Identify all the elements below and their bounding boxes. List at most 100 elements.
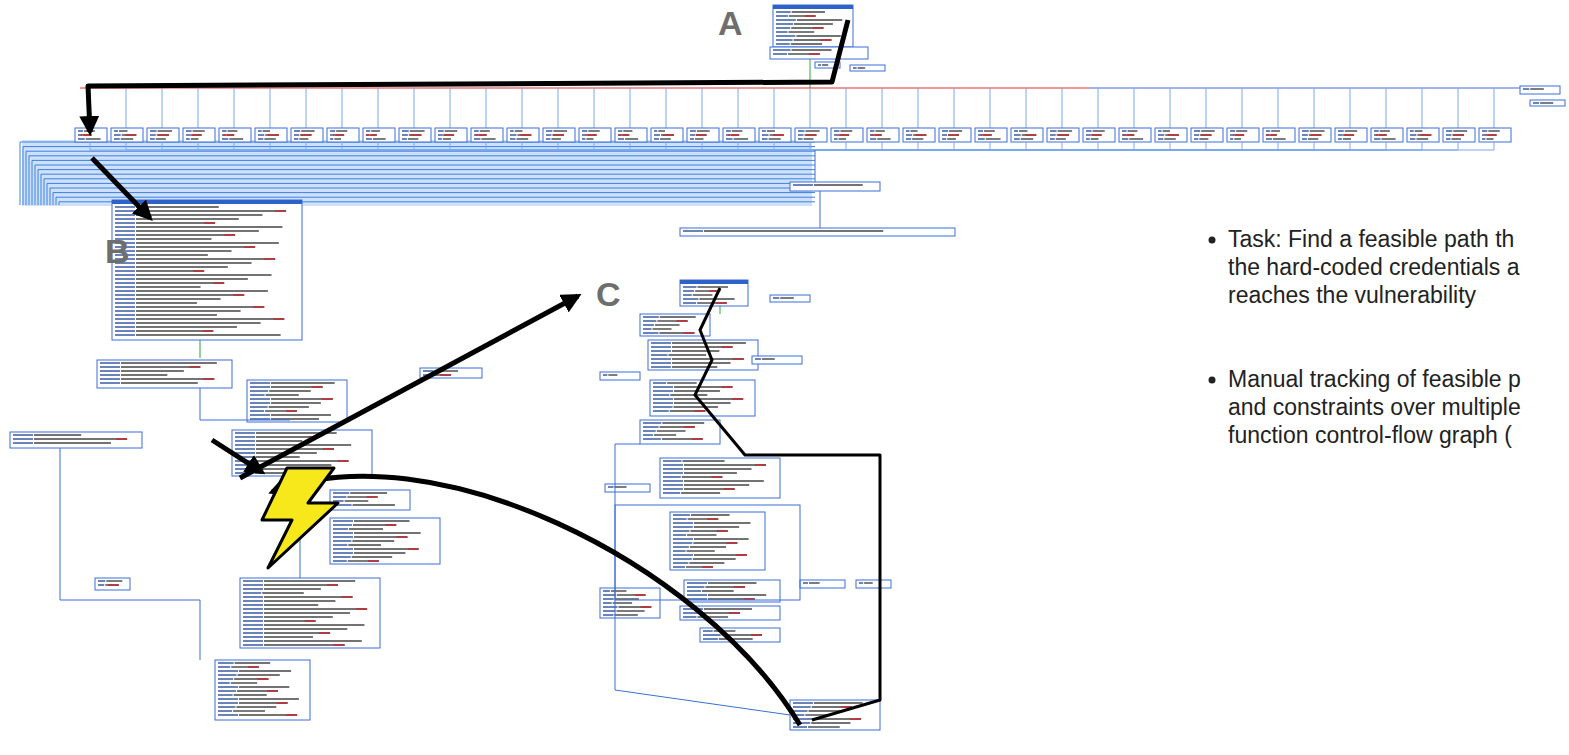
cfg-edge (50, 188, 51, 205)
cfg-edge (53, 193, 54, 205)
code-line (603, 602, 612, 603)
code-line (333, 544, 347, 545)
code-line (322, 398, 333, 399)
code-line (385, 524, 396, 525)
code-line (702, 590, 734, 591)
code-line (136, 250, 231, 251)
code-line (770, 134, 784, 135)
code-line (986, 138, 1001, 139)
code-line (859, 582, 863, 583)
code-line (213, 282, 224, 283)
basic-block (112, 200, 302, 340)
code-line (978, 130, 983, 131)
code-line (264, 636, 313, 637)
code-line (218, 690, 236, 691)
code-line (653, 328, 672, 329)
code-line (582, 138, 585, 139)
code-line (423, 370, 434, 371)
basic-block (363, 128, 395, 142)
code-line (1376, 134, 1387, 135)
code-line (688, 518, 719, 519)
cfg-edge (815, 142, 1206, 150)
cfg-edge (47, 183, 815, 184)
code-line (696, 134, 707, 135)
code-line (286, 714, 297, 715)
code-line (734, 586, 745, 587)
code-line (643, 426, 659, 427)
code-line (697, 130, 710, 131)
code-line (1128, 130, 1138, 131)
code-line (734, 138, 748, 139)
cfg-edge (954, 88, 955, 128)
code-line (136, 258, 275, 259)
code-line (235, 432, 255, 433)
code-line (948, 134, 959, 135)
code-line (871, 134, 882, 135)
code-line (1453, 130, 1467, 131)
code-line (608, 486, 614, 487)
code-line (673, 546, 689, 547)
code-line (744, 598, 755, 599)
code-line (673, 566, 685, 567)
code-line (673, 518, 687, 519)
code-line (244, 246, 255, 247)
code-line (912, 138, 923, 139)
cfg-edge (522, 142, 815, 150)
code-line (333, 532, 353, 533)
code-line (115, 222, 135, 223)
cfg-edge (815, 142, 1314, 150)
cfg-edge (414, 142, 815, 150)
basic-block (1191, 128, 1223, 142)
code-line (402, 130, 409, 131)
code-line (114, 138, 120, 139)
code-line (698, 286, 729, 287)
cfg-edge (60, 448, 200, 660)
code-line (546, 130, 552, 131)
code-line (588, 130, 599, 131)
basic-block (670, 512, 765, 570)
code-line (158, 134, 169, 135)
code-line (603, 610, 615, 611)
cfg-edge (815, 142, 1170, 150)
code-line (330, 138, 333, 139)
code-line (803, 582, 808, 583)
code-line (690, 138, 694, 139)
code-line (687, 550, 715, 551)
code-line (243, 604, 263, 605)
code-line (1344, 134, 1354, 135)
code-line (1050, 134, 1056, 135)
cfg-edge (846, 88, 847, 128)
code-line (258, 134, 264, 135)
code-line (229, 138, 243, 139)
code-line (687, 594, 707, 595)
code-line (870, 138, 876, 139)
basic-block (850, 65, 885, 71)
code-line (703, 630, 713, 631)
code-line (257, 678, 268, 679)
code-line (673, 406, 717, 407)
code-line (271, 382, 335, 383)
code-line (615, 598, 639, 599)
code-line (653, 386, 673, 387)
code-line (301, 130, 314, 131)
code-line (1194, 130, 1200, 131)
code-line (608, 374, 617, 375)
code-line (136, 278, 248, 279)
code-line (136, 274, 272, 275)
code-line (1446, 130, 1452, 131)
code-line (1343, 134, 1354, 135)
code-line (657, 430, 686, 431)
code-line (1410, 138, 1415, 139)
cfg-edge (29, 155, 815, 156)
code-line (653, 406, 672, 407)
code-line (724, 488, 735, 489)
code-line (1410, 130, 1414, 131)
code-line (603, 374, 607, 375)
code-line (769, 138, 781, 139)
code-line (805, 134, 816, 135)
basic-block (831, 128, 863, 142)
code-line (121, 382, 198, 383)
cfg-edge (35, 165, 815, 166)
code-line (1158, 134, 1164, 135)
code-line (136, 330, 213, 331)
